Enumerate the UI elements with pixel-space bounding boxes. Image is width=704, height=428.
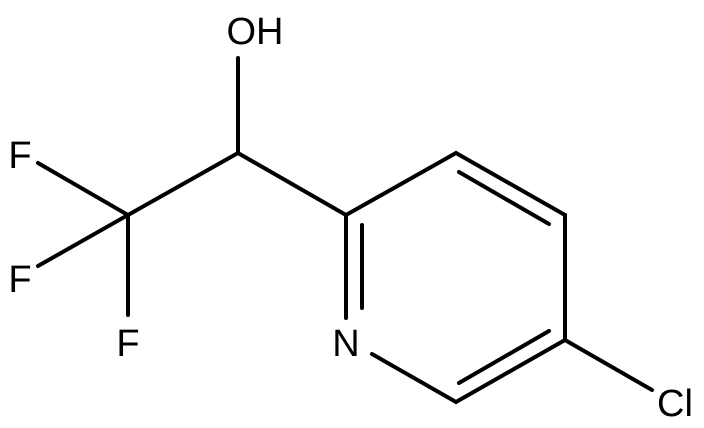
- chlorine-label: Cl: [657, 383, 693, 425]
- ring-bond-c5-c6-inner: [457, 329, 551, 385]
- bond-c-cf3: [126, 151, 240, 217]
- fluorine-label-1: F: [8, 135, 31, 177]
- ring-bond-c3-c4-inner: [457, 170, 551, 226]
- ring-bond-c5-c6: [454, 338, 567, 404]
- bond-lines: [36, 56, 654, 404]
- atom-labels: OH F F F N Cl: [8, 11, 693, 425]
- bond-c-ring: [236, 151, 348, 217]
- bond-c5-cl: [563, 338, 654, 392]
- bond-cf3-f2: [36, 213, 130, 268]
- nitrogen-label: N: [332, 323, 359, 365]
- ring-bond-c3-c4: [454, 151, 567, 217]
- fluorine-label-2: F: [8, 259, 31, 301]
- fluorine-label-3: F: [116, 323, 139, 365]
- hydroxyl-label: OH: [227, 11, 284, 53]
- ring-bond-c2-c3: [344, 151, 458, 217]
- ring-bond-c6-n: [370, 352, 458, 404]
- bond-cf3-f1: [36, 161, 130, 217]
